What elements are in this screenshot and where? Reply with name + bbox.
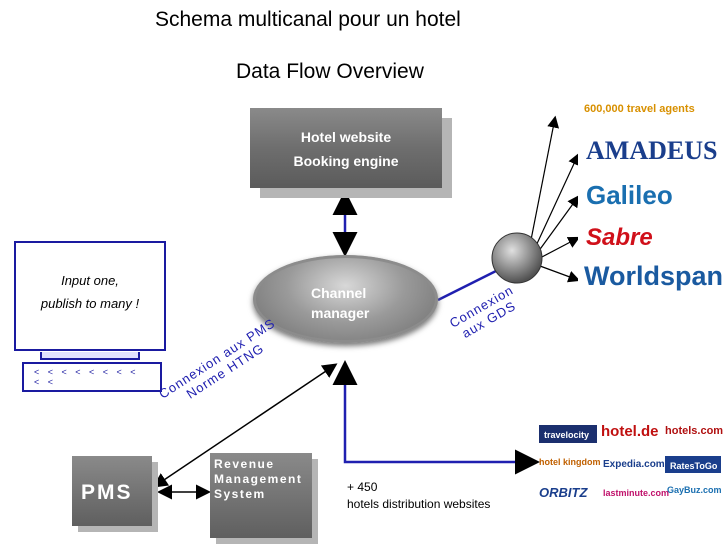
travel-agents-text: 600,000 travel agents (584, 103, 695, 115)
hotels-distribution-label: + 450 hotels distribution websites (347, 479, 490, 513)
keyboard: < < < < < < < < < < (22, 362, 162, 392)
sabre-logo: Sabre (586, 224, 653, 251)
pms-label: PMS (81, 481, 133, 504)
hotel-sites-logos: travelocity hotel.de hotels.com hotel ki… (537, 421, 723, 503)
hotels-description: hotels distribution websites (347, 497, 491, 511)
channel-label-2: manager (311, 305, 370, 321)
hotelscom-logo: hotels.com (665, 425, 724, 437)
rms-label-3: System (214, 487, 266, 501)
amadeus-logo: AMADEUS (586, 136, 718, 165)
website-label: Hotel website (300, 129, 392, 145)
gaybuz-logo: GayBuz.com (667, 485, 722, 495)
channel-label-1: Channel (311, 285, 367, 301)
keyboard-keys: < < < < < < < < < < (34, 367, 139, 387)
galileo-logo: Galileo (586, 180, 673, 210)
orbitz-logo: ORBITZ (539, 485, 588, 500)
hotelde-logo: hotel.de (601, 423, 659, 440)
hotel-website-box: Hotel website Booking engine (250, 108, 442, 188)
monitor-base (40, 352, 140, 360)
hotelkingdom-logo: hotel kingdom (539, 457, 601, 467)
travelocity-logo: travelocity (539, 425, 597, 443)
channel-manager-node: Channel manager (253, 255, 438, 343)
lastminute-logo: lastminute.com (603, 488, 670, 498)
rms-label-1: Revenue (214, 457, 275, 471)
subtitle: Data Flow Overview (236, 60, 424, 83)
main-title: Schema multicanal pour un hotel (155, 8, 461, 31)
worldspan-logo: Worldspan (584, 261, 724, 291)
ratestogo-logo: RatesToGo (665, 456, 721, 473)
revenue-management-box: Revenue Management System (210, 453, 312, 538)
rms-label-2: Management (214, 472, 303, 486)
monitor-text-1: Input one, (61, 273, 119, 288)
expedia-logo: Expedia.com (603, 459, 665, 470)
monitor-text-2: publish to many ! (40, 296, 140, 311)
booking-engine-label: Booking engine (293, 153, 399, 169)
hotels-count: + 450 (347, 480, 378, 494)
computer-monitor: Input one, publish to many ! (14, 241, 166, 351)
pms-box: PMS (72, 456, 152, 526)
gds-hub-sphere (491, 232, 543, 284)
gds-logos-panel: 600,000 travel agents AMADEUS Galileo Sa… (578, 96, 726, 296)
